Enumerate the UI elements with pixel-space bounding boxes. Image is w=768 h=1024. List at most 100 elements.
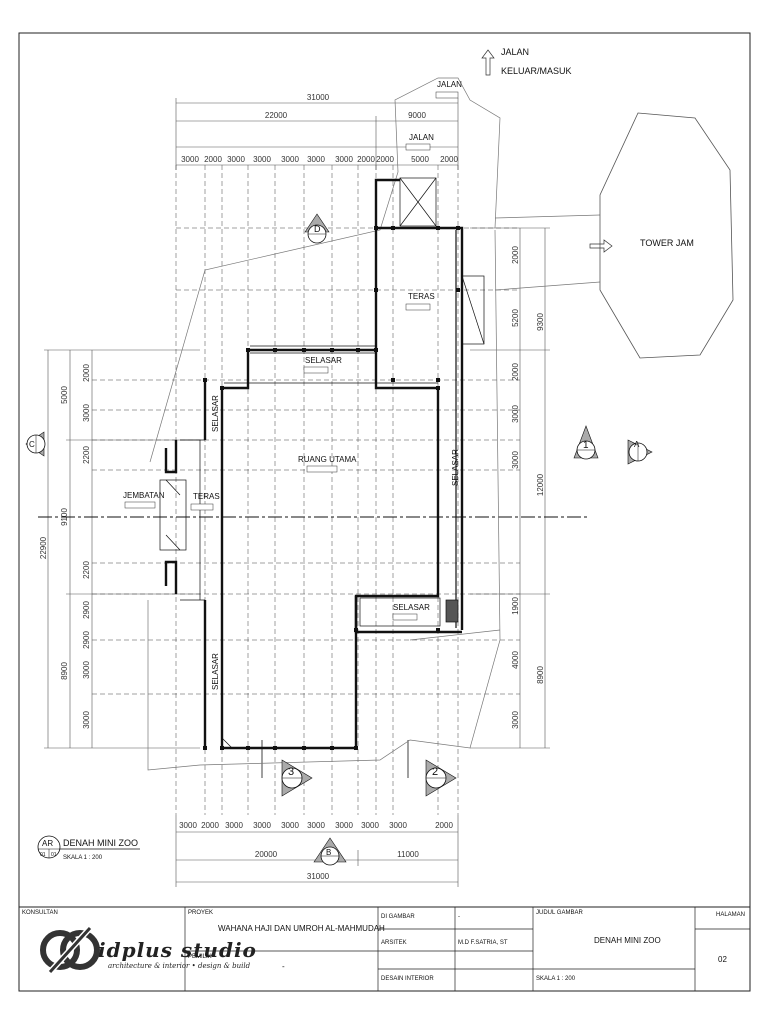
dim-bottom-overall: 31000 bbox=[307, 872, 330, 881]
svg-text:C: C bbox=[29, 440, 35, 449]
left-dimensions bbox=[44, 349, 200, 749]
teras-top-label: TERAS bbox=[408, 292, 435, 301]
title-block bbox=[184, 907, 750, 991]
svg-text:12000: 12000 bbox=[536, 473, 545, 496]
jembatan-label: JEMBATAN bbox=[123, 491, 165, 500]
logo-subtitle: architecture & interior • design & build bbox=[108, 962, 251, 970]
dim-top-overall: 31000 bbox=[307, 93, 330, 102]
svg-text:3: 3 bbox=[288, 766, 294, 778]
selasar-left-bottom-label: SELASAR bbox=[211, 653, 220, 690]
jalan-keluar-label-2: KELUAR/MASUK bbox=[501, 66, 572, 76]
svg-text:3000: 3000 bbox=[281, 821, 299, 830]
logo-text: idplus studio bbox=[98, 938, 257, 962]
svg-text:2000: 2000 bbox=[204, 155, 222, 164]
svg-text:3000: 3000 bbox=[335, 821, 353, 830]
section-marker-2: 2 bbox=[425, 759, 457, 797]
svg-text:5000: 5000 bbox=[411, 155, 429, 164]
dim-left-overall: 22900 bbox=[39, 536, 48, 559]
svg-text:2000: 2000 bbox=[357, 155, 375, 164]
dim-bottom-main: 20000 bbox=[255, 850, 278, 859]
svg-text:2000: 2000 bbox=[82, 364, 91, 382]
arsitek-value: M.D F.SATRIA, ST bbox=[458, 940, 508, 946]
svg-text:2000: 2000 bbox=[440, 155, 458, 164]
dim-top-main: 22000 bbox=[265, 111, 288, 120]
svg-text:3000: 3000 bbox=[253, 821, 271, 830]
section-marker-b: B bbox=[313, 837, 347, 866]
svg-text:5000: 5000 bbox=[60, 386, 69, 404]
pemilik-label: PEMILIK bbox=[188, 954, 212, 960]
svg-text:01: 01 bbox=[51, 852, 57, 858]
svg-text:3000: 3000 bbox=[307, 821, 325, 830]
tower-arrow-icon bbox=[589, 239, 613, 253]
svg-text:2200: 2200 bbox=[82, 561, 91, 579]
svg-text:4000: 4000 bbox=[511, 651, 520, 669]
entrance-arrow-icon bbox=[481, 49, 495, 76]
svg-text:3000: 3000 bbox=[307, 155, 325, 164]
columns bbox=[203, 226, 460, 750]
svg-text:2000: 2000 bbox=[511, 246, 520, 264]
di-gambar-value: - bbox=[458, 914, 460, 920]
svg-text:3000: 3000 bbox=[253, 155, 271, 164]
di-gambar-label: DI GAMBAR bbox=[381, 914, 415, 920]
section-marker-a: A bbox=[627, 439, 653, 465]
svg-text:B: B bbox=[326, 848, 331, 857]
selasar-bottom-right-label: SELASAR bbox=[393, 603, 430, 612]
section-marker-d: D bbox=[304, 213, 330, 244]
section-marker-3: 3 bbox=[281, 759, 313, 797]
tower-jam-label: TOWER JAM bbox=[640, 238, 694, 248]
halaman-label: HALAMAN bbox=[716, 912, 746, 918]
selasar-left-top-label: SELASAR bbox=[211, 395, 220, 432]
svg-text:3000: 3000 bbox=[225, 821, 243, 830]
proyek-label: PROYEK bbox=[188, 910, 214, 916]
svg-text:A: A bbox=[634, 440, 640, 449]
section-marker-1: 1 bbox=[573, 425, 599, 460]
studio-logo bbox=[40, 925, 100, 975]
pemilik-value: - bbox=[282, 962, 285, 971]
halaman-value: 02 bbox=[718, 955, 727, 964]
svg-text:3000: 3000 bbox=[389, 821, 407, 830]
svg-text:3000: 3000 bbox=[82, 711, 91, 729]
svg-text:3000: 3000 bbox=[281, 155, 299, 164]
tower-jam-outline bbox=[599, 112, 734, 359]
jalan-label-2: JALAN bbox=[409, 133, 434, 142]
svg-text:3000: 3000 bbox=[227, 155, 245, 164]
legend-title: DENAH MINI ZOO bbox=[63, 838, 138, 848]
ruang-utama-label: RUANG UTAMA bbox=[298, 455, 357, 464]
desain-interior-label: DESAIN INTERIOR bbox=[381, 976, 434, 982]
selasar-top-label: SELASAR bbox=[305, 356, 342, 365]
svg-text:5200: 5200 bbox=[511, 309, 520, 327]
legend-scale: SKALA 1 : 200 bbox=[63, 855, 103, 861]
svg-text:1900: 1900 bbox=[511, 597, 520, 615]
arsitek-label: ARSITEK bbox=[381, 940, 407, 946]
svg-text:3000: 3000 bbox=[511, 451, 520, 469]
svg-text:D: D bbox=[314, 224, 321, 234]
judul-gambar-label: JUDUL GAMBAR bbox=[536, 910, 583, 916]
svg-text:3000: 3000 bbox=[511, 405, 520, 423]
site-outline bbox=[147, 77, 601, 771]
judul-gambar-value: DENAH MINI ZOO bbox=[594, 936, 661, 945]
svg-text:2: 2 bbox=[432, 766, 438, 778]
svg-text:3000: 3000 bbox=[82, 661, 91, 679]
dim-top-right: 9000 bbox=[408, 111, 426, 120]
svg-text:2900: 2900 bbox=[82, 631, 91, 649]
svg-text:3000: 3000 bbox=[511, 711, 520, 729]
svg-text:3000: 3000 bbox=[361, 821, 379, 830]
svg-text:3000: 3000 bbox=[181, 155, 199, 164]
svg-text:3000: 3000 bbox=[335, 155, 353, 164]
konsultan-label: KONSULTAN bbox=[22, 910, 58, 916]
svg-text:9300: 9300 bbox=[536, 313, 545, 331]
svg-text:2900: 2900 bbox=[82, 601, 91, 619]
section-marker-c: C bbox=[25, 431, 46, 457]
dim-bottom-right: 11000 bbox=[397, 850, 419, 859]
svg-text:8900: 8900 bbox=[60, 662, 69, 680]
proyek-value: WAHANA HAJI DAN UMROH AL-MAHMUDAH bbox=[218, 924, 385, 933]
svg-text:AR: AR bbox=[42, 839, 53, 848]
svg-text:2200: 2200 bbox=[82, 446, 91, 464]
jalan-keluar-label: JALAN bbox=[501, 47, 529, 57]
svg-text:2000: 2000 bbox=[376, 155, 394, 164]
drawing-legend: AR 01 01 DENAH MINI ZOO SKALA 1 : 200 bbox=[37, 835, 140, 861]
svg-text:2000: 2000 bbox=[201, 821, 219, 830]
svg-text:2000: 2000 bbox=[511, 363, 520, 381]
svg-text:2000: 2000 bbox=[435, 821, 453, 830]
